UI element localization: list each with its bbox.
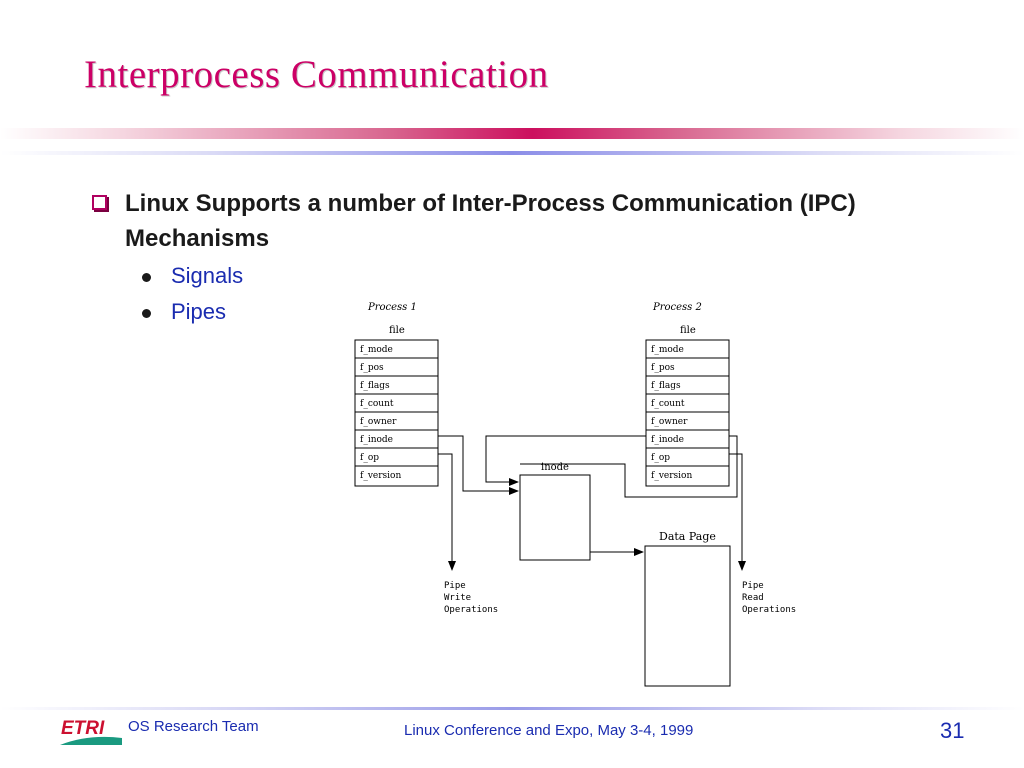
pipe-write-line: Write (444, 593, 471, 603)
main-bullet-text: Linux Supports a number of Inter-Process… (125, 190, 856, 252)
footer-team: OS Research Team (128, 718, 259, 735)
process2-field: f_mode (651, 345, 684, 355)
footer-divider (0, 707, 1024, 710)
process2-label: Process 2 (652, 302, 702, 313)
process2-field: f_inode (651, 435, 684, 445)
process1-file-label: file (389, 325, 405, 336)
sub-bullet-signals: Signals (171, 263, 244, 288)
logo-swoosh (60, 736, 122, 745)
pipe-read-line: Read (742, 593, 764, 603)
process1-field: f_op (360, 453, 379, 463)
etri-logo-text: ETRI (61, 718, 105, 739)
title-divider-pink (0, 128, 1024, 139)
process2-field: f_op (651, 453, 670, 463)
process1-field: f_flags (360, 381, 390, 391)
inode-box (519, 474, 591, 561)
process1-field: f_version (360, 471, 401, 481)
process2-field: f_flags (651, 381, 681, 391)
process1-file-table (354, 339, 439, 487)
process2-file-table (645, 339, 730, 487)
process1-field: f_count (360, 399, 394, 409)
data-page-label: Data Page (659, 530, 716, 543)
p2-inode-arrow (485, 435, 646, 486)
process2-file-label: file (680, 325, 696, 336)
pipe-write-line: Operations (444, 605, 498, 615)
process1-label: Process 1 (367, 302, 417, 313)
footer-conference: Linux Conference and Expo, May 3-4, 1999 (404, 722, 694, 739)
process2-field: f_count (651, 399, 685, 409)
p2-loop-line (520, 435, 738, 498)
p1-write-arrow (438, 453, 456, 571)
slide-title: Interprocess Communication (84, 53, 549, 96)
p2-read-arrow (729, 453, 746, 571)
round-bullet-icon (142, 309, 151, 318)
process1-field: f_owner (360, 417, 397, 427)
process1-field: f_mode (360, 345, 393, 355)
process1-field: f_inode (360, 435, 393, 445)
etri-logo: ETRI (60, 718, 122, 745)
title-divider-blue (0, 151, 1024, 155)
process2-field: f_owner (651, 417, 688, 427)
process2-field: f_pos (651, 363, 675, 373)
inode-label: inode (541, 462, 569, 473)
pipe-write-line: Pipe (444, 581, 466, 591)
page-number: 31 (940, 718, 965, 743)
data-page-box (644, 545, 731, 687)
p1-inode-arrow (438, 435, 519, 495)
round-bullet-icon (142, 273, 151, 282)
sub-bullet-pipes: Pipes (171, 299, 227, 324)
process2-field: f_version (651, 471, 692, 481)
process1-field: f_pos (360, 363, 384, 373)
square-bullet-icon (92, 195, 107, 210)
pipe-read-line: Operations (742, 605, 796, 615)
pipe-read-line: Pipe (742, 581, 764, 591)
